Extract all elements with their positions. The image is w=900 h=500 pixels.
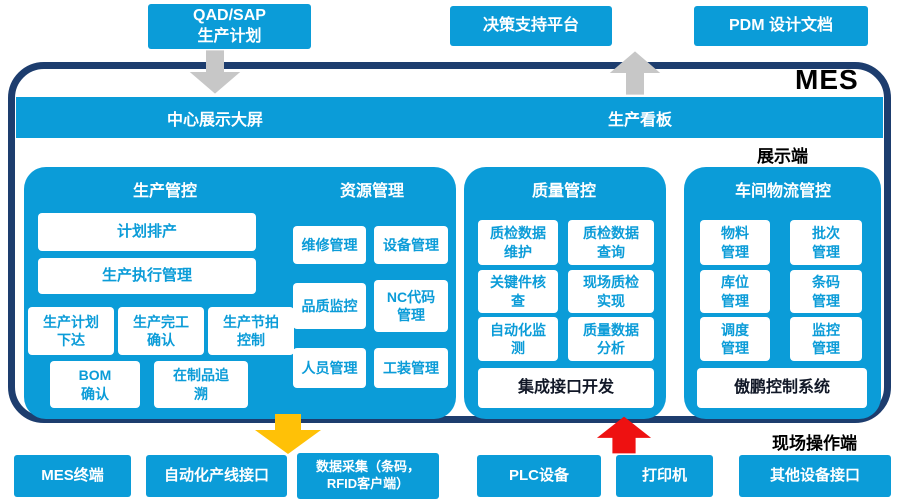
field-side-label: 现场操作端 (772, 434, 857, 453)
module-box: 现场质检 实现 (568, 270, 654, 313)
top-system-pdm: PDM 设计文档 (694, 6, 868, 46)
module-box: 在制品追 溯 (154, 361, 248, 408)
arrow-up-gray-icon (609, 51, 661, 95)
module-box: 质检数据 查询 (568, 220, 654, 265)
group-resources-title: 资源管理 (339, 183, 404, 200)
arrow-up-red-icon (596, 416, 652, 454)
device-plc: PLC设备 (477, 455, 601, 497)
top-system-decision-platform: 决策支持平台 (450, 6, 612, 46)
arrow-down-yellow-icon (255, 414, 321, 454)
display-side-label: 展示端 (757, 147, 808, 166)
module-box: 生产执行管理 (38, 258, 256, 294)
module-box: 批次 管理 (790, 220, 862, 265)
module-box: 工装管理 (374, 348, 448, 388)
module-box: 调度 管理 (700, 317, 770, 361)
module-box: 监控 管理 (790, 317, 862, 361)
group-quality-title: 质量管控 (531, 183, 596, 200)
module-box: 质量数据 分析 (568, 317, 654, 361)
header-display-screen: 中心展示大屏 (166, 111, 263, 129)
module-box: 设备管理 (374, 226, 448, 264)
module-box: 关键件核 查 (478, 270, 558, 313)
module-box: 维修管理 (293, 226, 366, 264)
module-box: 条码 管理 (790, 270, 862, 313)
mes-label: MES (795, 64, 859, 95)
module-box: 库位 管理 (700, 270, 770, 313)
module-box: 生产节拍 控制 (208, 307, 294, 355)
device-mes-terminal: MES终端 (14, 455, 131, 497)
module-box: 生产计划 下达 (28, 307, 114, 355)
module-box: NC代码 管理 (374, 280, 448, 332)
group-logistics-title: 车间物流管控 (734, 183, 831, 200)
module-box: 质检数据 维护 (478, 220, 558, 265)
module-box: 物料 管理 (700, 220, 770, 265)
top-system-qadsap: QAD/SAP 生产计划 (148, 4, 311, 49)
header-production-board: 生产看板 (607, 111, 672, 129)
module-integration-interface: 集成接口开发 (478, 368, 654, 408)
device-automation-line-interface: 自动化产线接口 (146, 455, 287, 497)
device-data-collection: 数据采集（条码， RFID客户端） (297, 453, 439, 499)
module-box: 人员管理 (293, 348, 366, 388)
module-box: 自动化监 测 (478, 317, 558, 361)
header-bar: 中心展示大屏 生产看板 (16, 97, 883, 138)
module-box: 计划排产 (38, 213, 256, 251)
module-box: 生产完工 确认 (118, 307, 204, 355)
module-aopeng-control-system: 傲鹏控制系统 (697, 368, 867, 408)
group-production-title: 生产管控 (132, 183, 197, 200)
module-box: BOM 确认 (50, 361, 140, 408)
device-other-interface: 其他设备接口 (739, 455, 891, 497)
arrow-down-gray-icon (189, 50, 241, 94)
device-printer: 打印机 (616, 455, 713, 497)
module-box: 品质监控 (293, 283, 366, 329)
